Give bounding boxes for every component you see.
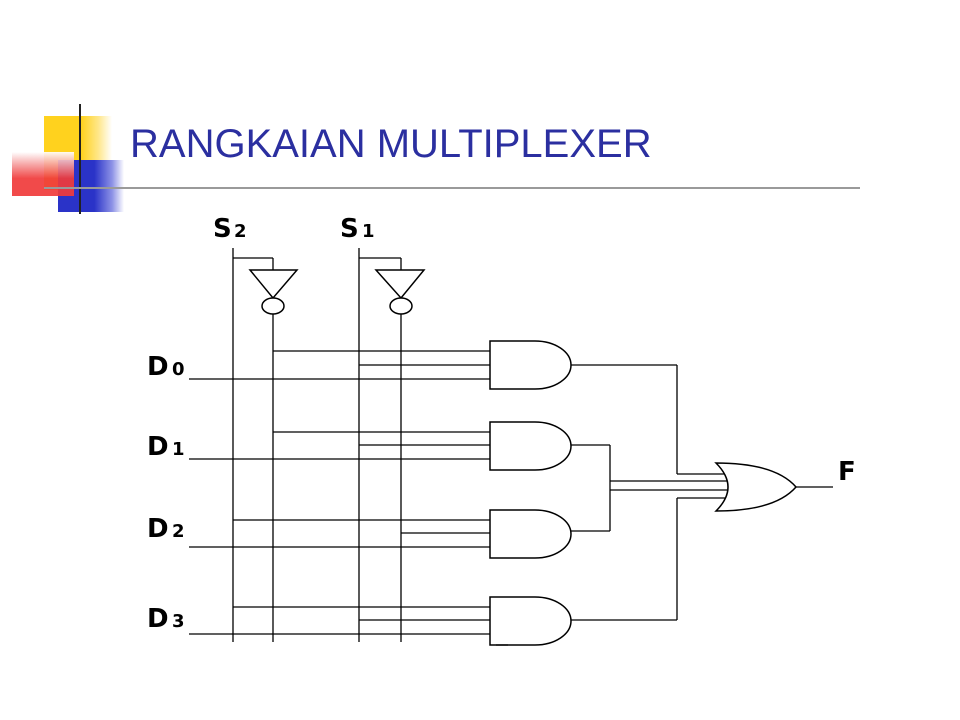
and-gate-0: [489, 340, 572, 390]
and-gate-2-inputs: [189, 519, 490, 548]
not-gate-s2: [248, 269, 299, 315]
input-label-d2: D 2: [147, 514, 185, 544]
svg-text:2: 2: [234, 221, 247, 242]
svg-text:S: S: [340, 214, 359, 244]
svg-text:D: D: [147, 432, 169, 462]
or-gate: [714, 462, 797, 512]
and-gate-1-inputs: [189, 431, 490, 460]
select-label-s1: S 1: [340, 214, 375, 244]
svg-text:D: D: [147, 514, 169, 544]
title-divider: [44, 187, 860, 189]
input-label-d1: D 1: [147, 432, 185, 462]
svg-text:1: 1: [172, 439, 185, 460]
slide-title: RANGKAIAN MULTIPLEXER: [130, 122, 652, 166]
svg-text:S: S: [213, 214, 232, 244]
and-output-wires: [571, 364, 733, 621]
input-label-d3: D 3: [147, 604, 185, 634]
svg-text:3: 3: [172, 611, 185, 632]
output-label-f: F: [838, 457, 856, 487]
not-gate-s1: [374, 269, 426, 315]
and-gate-3-inputs: [189, 606, 490, 635]
select-wires: [232, 248, 402, 642]
deco-vertical-line: [79, 104, 81, 214]
svg-text:D: D: [147, 604, 169, 634]
input-label-d0: D 0: [147, 352, 185, 382]
select-label-s2: S 2: [213, 214, 247, 244]
svg-text:1: 1: [362, 221, 375, 242]
and-gate-3: [489, 596, 572, 646]
svg-text:0: 0: [172, 359, 185, 380]
and-gate-1: [489, 421, 572, 471]
and-gate-2: [489, 509, 572, 559]
svg-text:D: D: [147, 352, 169, 382]
svg-text:2: 2: [172, 521, 185, 542]
and-gate-0-inputs: [189, 350, 490, 380]
